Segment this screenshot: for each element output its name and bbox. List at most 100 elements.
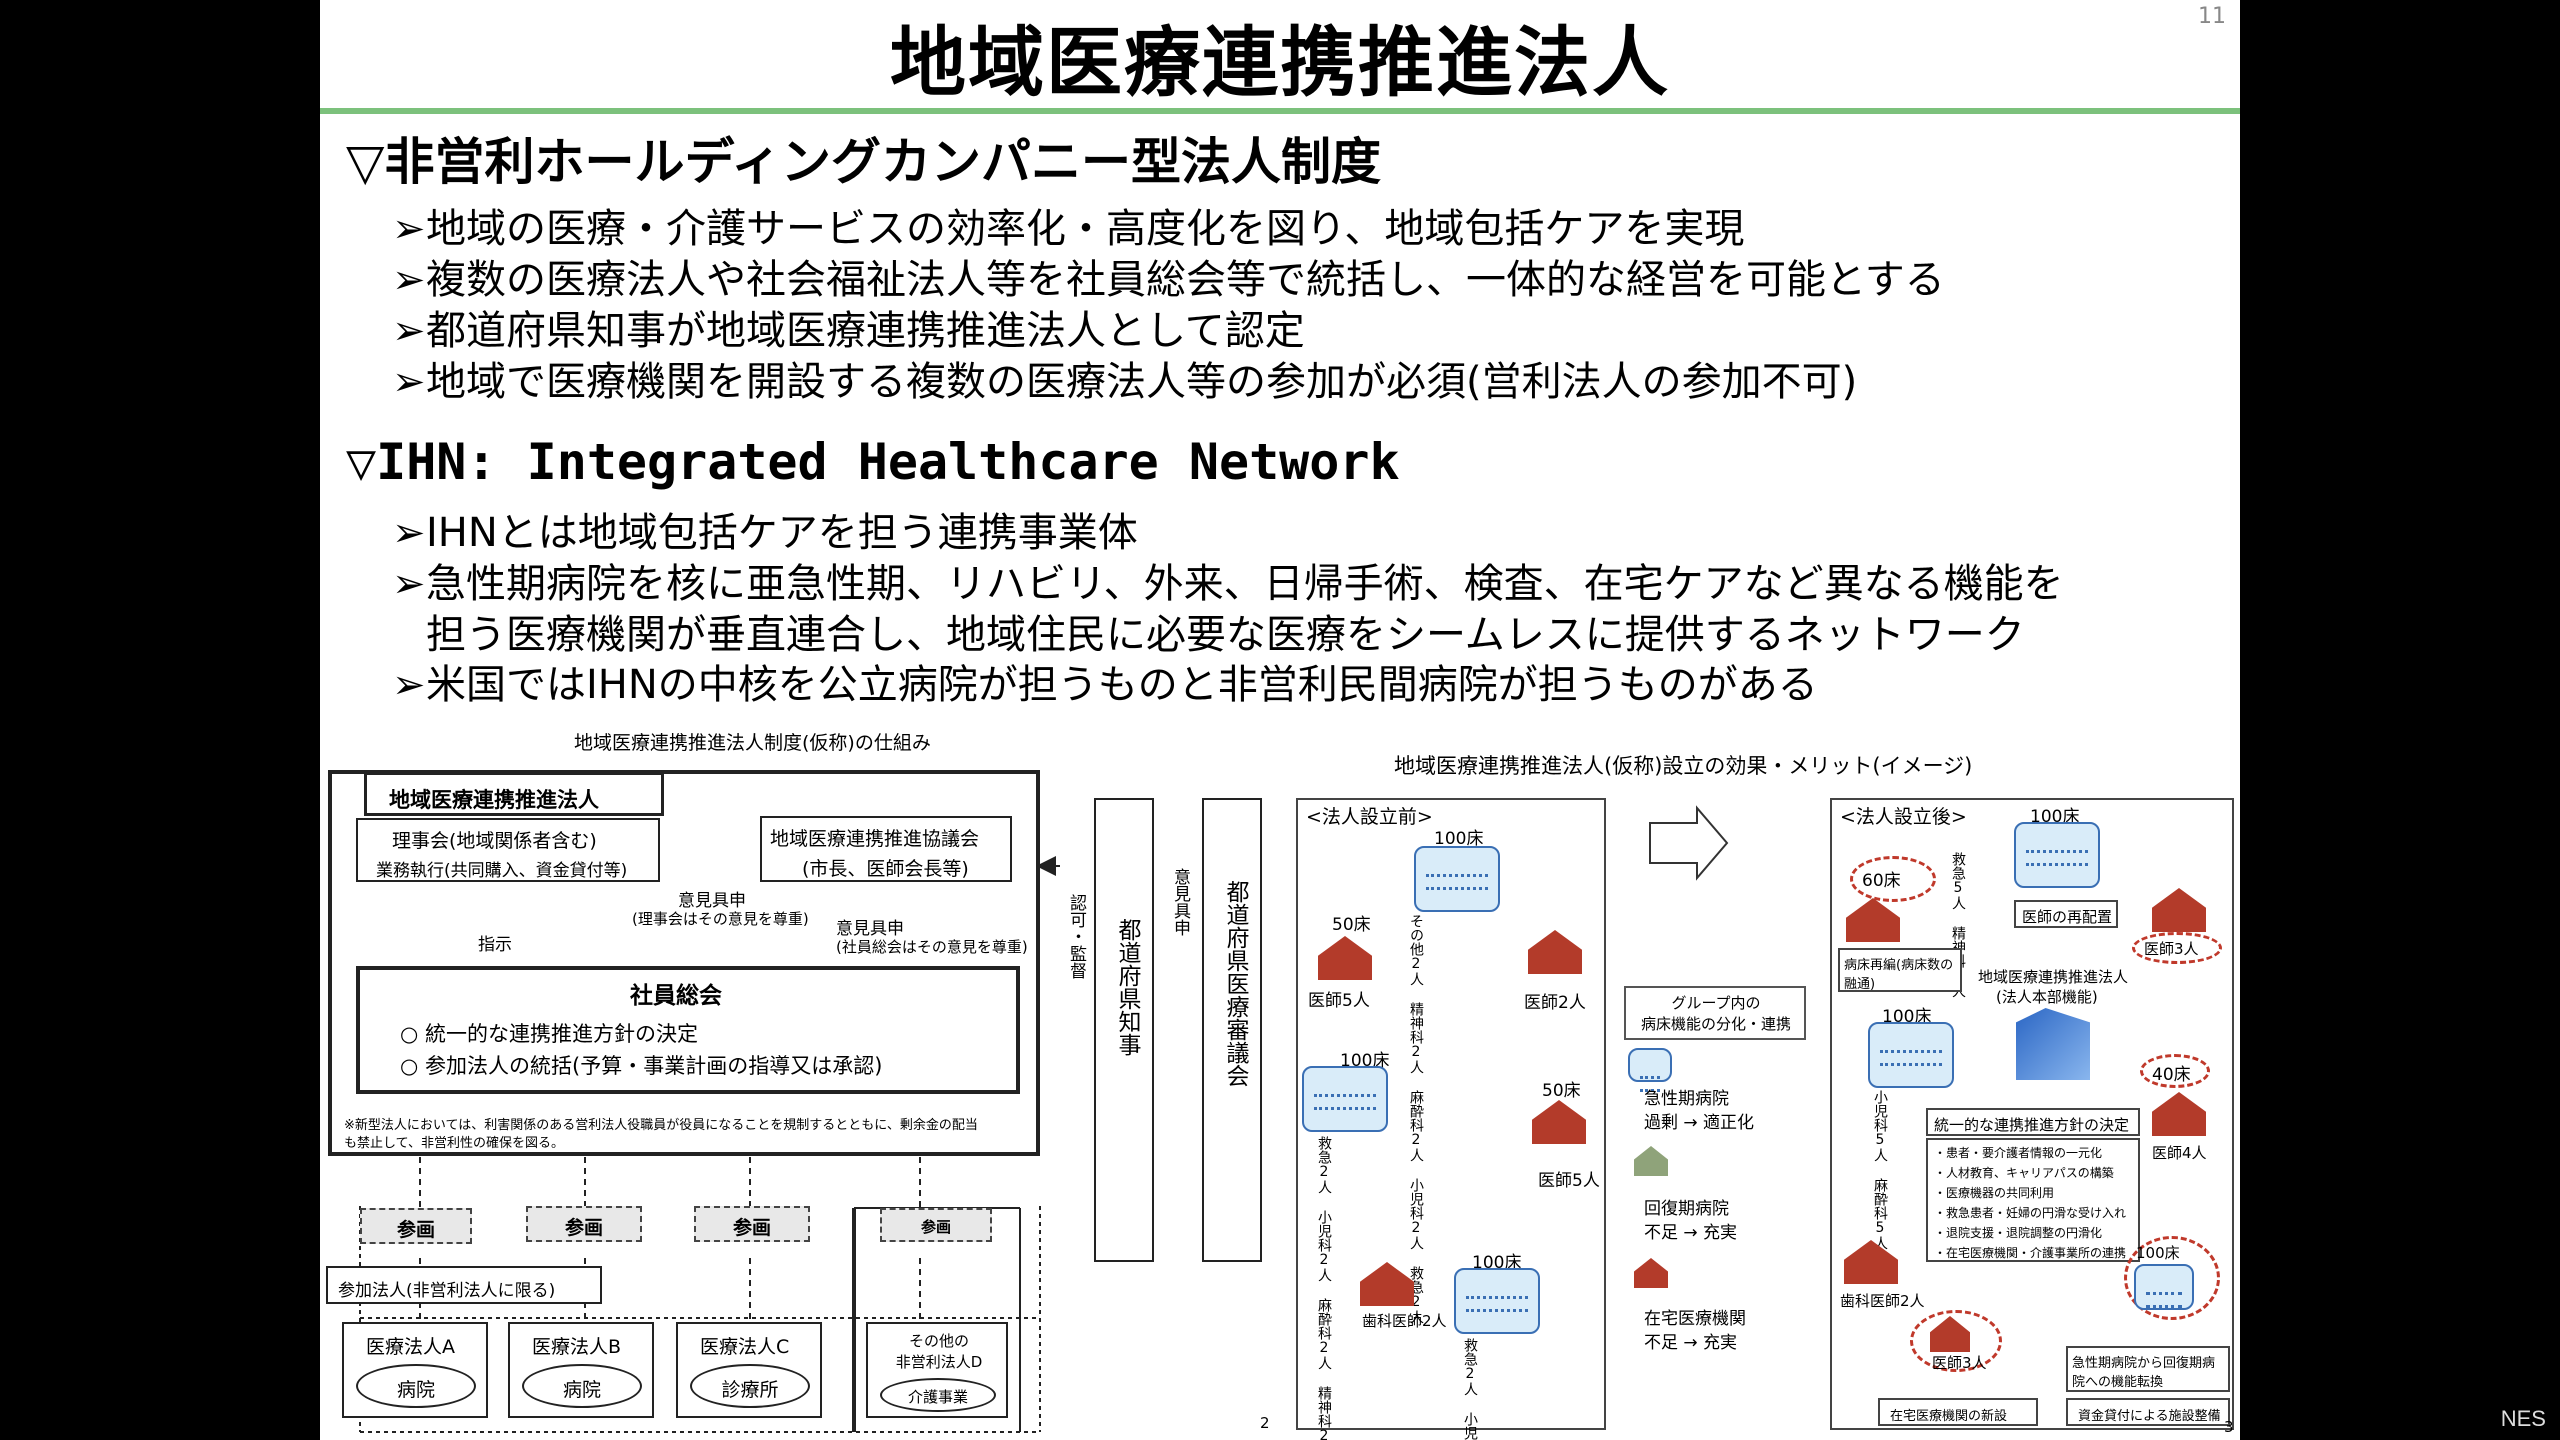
instruct-label: 指示 <box>478 935 512 955</box>
member-box: 医療法人A 病院 <box>342 1322 488 1418</box>
hospital-icon <box>2134 1264 2194 1310</box>
right-caption: 地域医療連携推進法人(仮称)設立の効果・メリット(イメージ) <box>1394 754 1973 778</box>
change-marker <box>2132 932 2222 964</box>
policy-item: ・医療機器の共同利用 <box>1934 1186 2055 1200</box>
member-name: 医療法人C <box>700 1336 790 1358</box>
hospital-icon <box>1628 1048 1672 1092</box>
bed-transfer-label: 病床再編(病床数の融通) <box>1844 958 1954 992</box>
opinion-note: (理事会はその意見を尊重) <box>632 910 809 928</box>
staff-label: その他2人 精神科2人 麻酔科2人 小児科2人 救急2人 <box>1406 914 1426 1324</box>
before-label: <法人設立前> <box>1306 806 1433 828</box>
section2-bullet: ➢IHNとは地域包括ケアを担う連携事業体 <box>392 508 1138 558</box>
change-marker <box>2140 1054 2210 1088</box>
council2-label: 都道府県医療審議会 <box>1222 880 1248 1087</box>
realloc-box: 医師の再配置 <box>2014 900 2118 928</box>
policy-box: ・患者・要介護者情報の一元化 ・人材教育、キャリアパスの構築 ・医療機器の共同利… <box>1926 1138 2140 1262</box>
doctors-label: 医師3人 <box>1932 1354 1987 1372</box>
function-label: 回復期病院 <box>1644 1199 1729 1219</box>
bullet-arrow-icon: ➢ <box>392 561 426 607</box>
beds-label: 60床 <box>1862 871 1901 891</box>
assembly-title: 社員総会 <box>630 983 722 1009</box>
hospital-icon <box>1868 1022 1954 1088</box>
policy-title-box: 統一的な連携推進方針の決定 <box>1926 1108 2140 1136</box>
opinion-label: 意見具申 <box>1170 868 1190 936</box>
beds-label: 40床 <box>2152 1065 2191 1085</box>
doctors-label: 医師2人 <box>1524 993 1586 1013</box>
section2-heading: ▽IHN: Integrated Healthcare Network <box>346 433 1400 491</box>
change-marker <box>1910 1310 2002 1372</box>
assembly-item: ○ 統一的な連携推進方針の決定 <box>400 1022 698 1046</box>
policy-item: ・患者・要介護者情報の一元化 <box>1934 1146 2103 1160</box>
loan-label: 資金貸付による施設整備 <box>2078 1409 2221 1424</box>
staff-label: 救急5人 精神科5人 <box>1950 852 1966 998</box>
convert-label: 急性期病院から回復期病院への機能転換 <box>2072 1356 2216 1390</box>
after-label: <法人設立後> <box>1840 806 1967 828</box>
function-label: 急性期病院 <box>1644 1089 1729 1109</box>
doctors-label: 医師5人 <box>1308 991 1370 1011</box>
doctors-label: 歯科医師2人 <box>1840 1292 1925 1310</box>
staff-label: 小児科5人 麻酔科5人 <box>1872 1090 1888 1250</box>
participate-box: 参画 <box>360 1208 472 1244</box>
section1-bullet: ➢地域で医療機関を開設する複数の医療法人等の参加が必須(営利法人の参加不可) <box>392 357 1857 407</box>
opinion-note: (社員総会はその意見を尊重) <box>836 938 1028 956</box>
council2-box: 都道府県医療審議会 <box>1202 798 1262 1262</box>
member-box: 医療法人B 病院 <box>508 1322 654 1418</box>
hospital-icon <box>2014 822 2100 888</box>
hospital-icon <box>1414 846 1500 912</box>
group-label: グループ内の 病床機能の分化・連携 <box>1640 994 1791 1033</box>
section1-heading: ▽非営利ホールディングカンパニー型法人制度 <box>346 133 1381 191</box>
member-type: 病院 <box>522 1364 642 1408</box>
assembly-item: ○ 参加法人の統括(予算・事業計画の指導又は承認) <box>400 1054 883 1078</box>
governor-label: 都道府県知事 <box>1114 918 1140 1056</box>
merit-diagram: 地域医療連携推進法人(仮称)設立の効果・メリット(イメージ) <法人設立前> <… <box>1284 718 2240 1440</box>
hq-building-icon <box>2016 1008 2090 1080</box>
slide-title: 地域医療連携推進法人 <box>890 18 1670 107</box>
board-sub: 業務執行(共同購入、資金貸付等) <box>376 861 628 881</box>
hq-sub: (法人本部機能) <box>1996 988 2098 1006</box>
loan-box: 資金貸付による施設整備 <box>2066 1398 2230 1426</box>
doctors-label: 医師5人 <box>1538 1171 1600 1191</box>
hospital-icon <box>1302 1066 1388 1132</box>
doctors-label: 医師4人 <box>2152 1144 2207 1162</box>
bullet-arrow-icon: ➢ <box>392 206 426 252</box>
slide: 地域医療連携推進法人 11 ▽非営利ホールディングカンパニー型法人制度 ➢地域の… <box>320 0 2240 1440</box>
approval-label: 認可・監督 <box>1066 894 1086 979</box>
assembly-box: 社員総会 ○ 統一的な連携推進方針の決定 ○ 参加法人の統括(予算・事業計画の指… <box>356 966 1020 1094</box>
governor-box: 都道府県知事 <box>1094 798 1154 1262</box>
member-type: 介護事業 <box>880 1378 996 1412</box>
member-box: 医療法人C 診療所 <box>676 1322 822 1418</box>
member-name: 医療法人B <box>532 1336 622 1358</box>
policy-item: ・在宅医療機関・介護事業所の連携 <box>1934 1246 2127 1260</box>
council-label: 地域医療連携推進協議会 <box>770 828 980 850</box>
opinion-label: 意見具申 <box>836 919 904 939</box>
figure-page: 3 <box>2224 1418 2234 1436</box>
council-sub: (市長、医師会長等) <box>802 858 969 880</box>
group-label-box: グループ内の 病床機能の分化・連携 <box>1624 986 1806 1040</box>
bullet-text: 都道府県知事が地域医療連携推進法人として認定 <box>426 308 1305 354</box>
member-type: 診療所 <box>690 1364 810 1408</box>
section1-bullet: ➢都道府県知事が地域医療連携推進法人として認定 <box>392 306 1305 356</box>
policy-item: ・退院支援・退院調整の円滑化 <box>1934 1226 2103 1240</box>
footnote: も禁止して、非営利性の確保を図る。 <box>344 1136 564 1151</box>
change-marker <box>1850 856 1936 902</box>
corner-watermark: NES <box>2500 1406 2546 1431</box>
member-name: その他の 非営利法人D <box>895 1332 983 1371</box>
bullet-text: 米国ではIHNの中核を公立病院が担うものと非営利民間病院が担うものがある <box>426 662 1818 708</box>
system-diagram: 地域医療連携推進法人制度(仮称)の仕組み 地域医療連携推進法人 理事会(地域関係… <box>320 718 1278 1440</box>
beds-label: 100床 <box>1434 829 1484 849</box>
function-change: 不足 → 充実 <box>1644 1223 1738 1243</box>
policy-item: ・人材教育、キャリアパスの構築 <box>1934 1166 2114 1180</box>
page-number: 11 <box>2198 4 2226 29</box>
bullet-continuation: 担う医療機関が垂直連合し、地域住民に必要な医療をシームレスに提供するネットワーク <box>426 612 2025 658</box>
council-box: 地域医療連携推進協議会 (市長、医師会長等) <box>760 816 1012 882</box>
participate-box: 参画 <box>526 1206 642 1242</box>
staff-label: 救急2人 小児科2人 麻酔科2人 精神科2人 その他2人 <box>1460 1338 1480 1440</box>
bed-transfer-box: 病床再編(病床数の融通) <box>1838 948 1962 992</box>
section1-bullet: ➢複数の医療法人や社会福祉法人等を社員総会等で統括し、一体的な経営を可能とする <box>392 255 1945 305</box>
bullet-text: 地域の医療・介護サービスの効率化・高度化を図り、地域包括ケアを実現 <box>426 206 1745 252</box>
function-change: 不足 → 充実 <box>1644 1333 1738 1353</box>
member-type: 病院 <box>356 1364 476 1408</box>
opinion-label: 意見具申 <box>678 891 746 911</box>
participate-box: 参画 <box>880 1208 992 1242</box>
section2-bullet: ➢急性期病院を核に亜急性期、リハビリ、外来、日帰手術、検査、在宅ケアなど異なる機… <box>392 559 2064 609</box>
